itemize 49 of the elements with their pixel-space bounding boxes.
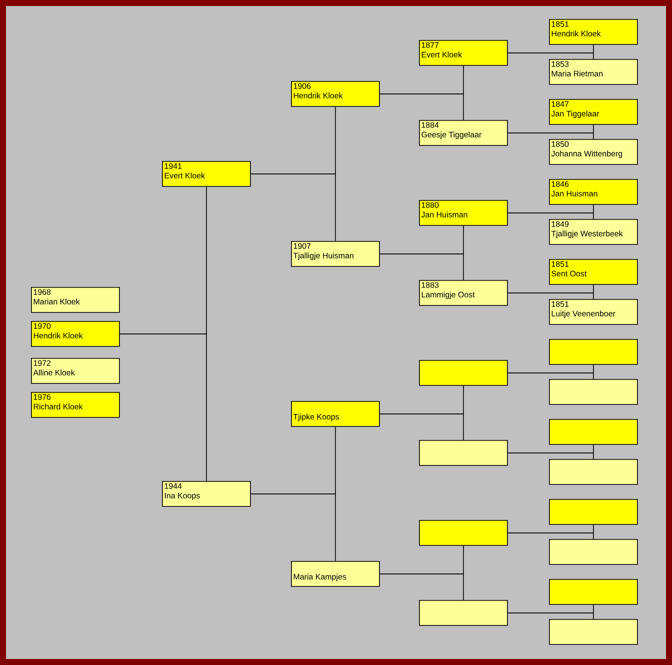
empty-box <box>549 499 638 525</box>
connector-line <box>507 372 594 380</box>
empty-box <box>419 520 508 546</box>
connector-line <box>507 452 594 460</box>
empty-box <box>549 619 638 645</box>
person-box <box>291 241 380 267</box>
person-box <box>549 259 638 285</box>
connector-line <box>507 532 594 540</box>
person-box <box>162 481 251 507</box>
empty-box <box>549 379 638 405</box>
person-box <box>291 81 380 107</box>
person-box <box>549 99 638 125</box>
person-box <box>549 179 638 205</box>
connector-line <box>379 254 464 280</box>
person-box <box>549 139 638 165</box>
person-box <box>419 280 508 306</box>
connector-line <box>507 612 594 620</box>
person-box <box>291 561 380 587</box>
person-box <box>549 219 638 245</box>
person-box <box>291 401 380 427</box>
person-box <box>549 299 638 325</box>
person-box <box>419 40 508 66</box>
person-box <box>31 392 120 418</box>
empty-box <box>549 579 638 605</box>
person-box <box>419 200 508 226</box>
connector-line <box>379 94 464 120</box>
person-box <box>419 120 508 146</box>
person-box <box>31 287 120 313</box>
empty-box <box>549 339 638 365</box>
person-box <box>31 358 120 384</box>
person-box <box>549 19 638 45</box>
person-box <box>31 321 120 347</box>
connector-line <box>119 334 207 482</box>
empty-box <box>549 539 638 565</box>
empty-box <box>419 440 508 466</box>
connector-line <box>507 52 594 60</box>
connector-line <box>250 174 336 242</box>
empty-box <box>549 459 638 485</box>
connector-line <box>379 574 464 600</box>
connector-line <box>379 414 464 440</box>
empty-box <box>419 360 508 386</box>
connector-line <box>507 132 594 140</box>
empty-box <box>419 600 508 626</box>
empty-box <box>549 419 638 445</box>
connector-line <box>507 212 594 220</box>
connector-line <box>507 292 594 300</box>
person-box <box>162 161 251 187</box>
person-box <box>549 59 638 85</box>
connector-line <box>250 494 336 562</box>
